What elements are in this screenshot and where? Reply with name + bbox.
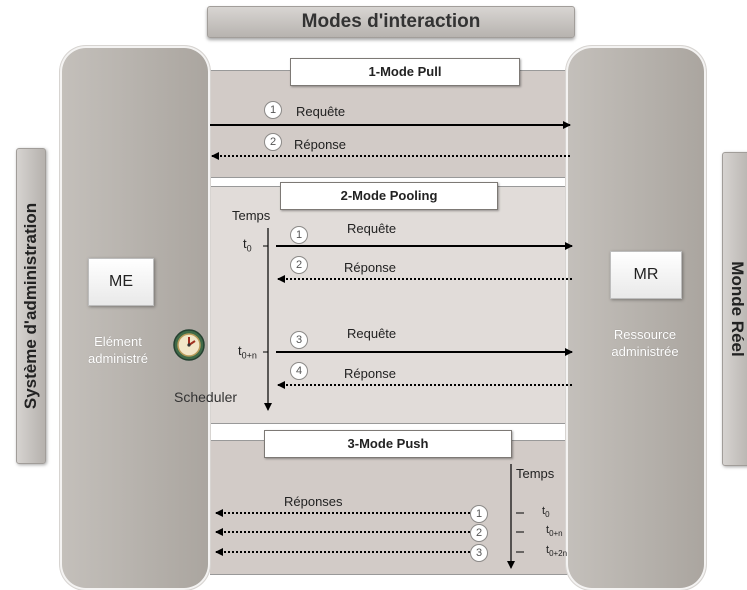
pull-step-2: 2 [264, 133, 282, 151]
push-mode-title: 3-Mode Push [264, 430, 512, 458]
push-t0-sub: 0 [545, 510, 550, 520]
pull-response-label: Réponse [294, 137, 347, 152]
pull-request-label: Requête [296, 104, 346, 119]
push-t0n-main: t [546, 524, 550, 536]
push-step-3: 3 [470, 544, 488, 562]
mr-caption-line1: Ressource [613, 327, 677, 342]
right-pillar [566, 46, 706, 590]
push-responses-label: Réponses [284, 494, 343, 509]
left-side-tab: Système d'administration [16, 148, 46, 464]
me-caption-line2: administré [88, 351, 148, 366]
pooling-t0-main: t [243, 236, 247, 251]
diagram-title: Modes d'interaction [207, 6, 575, 38]
me-box: ME [88, 258, 154, 306]
push-t0n-sub: 0+n [549, 529, 563, 539]
pooling-step-1: 1 [290, 226, 308, 244]
left-pillar [60, 46, 210, 590]
push-t0n-label: t0+n [546, 524, 563, 538]
push-t0-label: t0 [542, 505, 550, 519]
pooling-temps-label: Temps [232, 208, 271, 223]
right-side-tab: Monde Réel [722, 152, 747, 466]
pooling-response1-label: Réponse [344, 260, 397, 275]
pull-step-1: 1 [264, 101, 282, 119]
clock-icon [171, 327, 207, 363]
pooling-t0-sub: 0 [246, 243, 252, 254]
scheduler-label: Scheduler [174, 389, 238, 405]
pooling-step-4: 4 [290, 362, 308, 380]
pooling-request2-label: Requête [347, 326, 397, 341]
pooling-response2-label: Réponse [344, 366, 397, 381]
mr-caption: Ressource administrée [586, 326, 704, 360]
pooling-request1-label: Requête [347, 221, 397, 236]
push-t02n-label: t0+2n [546, 544, 567, 558]
push-t02n-main: t [546, 544, 550, 556]
pooling-t0n-label: t0+n [238, 343, 257, 361]
mr-box: MR [610, 251, 682, 299]
pooling-t0n-main: t [238, 343, 242, 358]
push-t02n-sub: 0+2n [549, 549, 568, 559]
me-caption: Elément administré [68, 333, 168, 367]
pooling-t0n-sub: 0+n [241, 350, 257, 361]
pull-mode-title: 1-Mode Pull [290, 58, 520, 86]
pooling-t0-label: t0 [243, 236, 252, 254]
push-step-1: 1 [470, 505, 488, 523]
push-step-2: 2 [470, 524, 488, 542]
mr-caption-line2: administrée [611, 344, 679, 359]
pooling-step-3: 3 [290, 331, 308, 349]
push-t0-main: t [542, 505, 546, 517]
pooling-step-2: 2 [290, 256, 308, 274]
push-temps-label: Temps [516, 466, 555, 481]
me-caption-line1: Elément [94, 334, 142, 349]
pooling-mode-title: 2-Mode Pooling [280, 182, 498, 210]
